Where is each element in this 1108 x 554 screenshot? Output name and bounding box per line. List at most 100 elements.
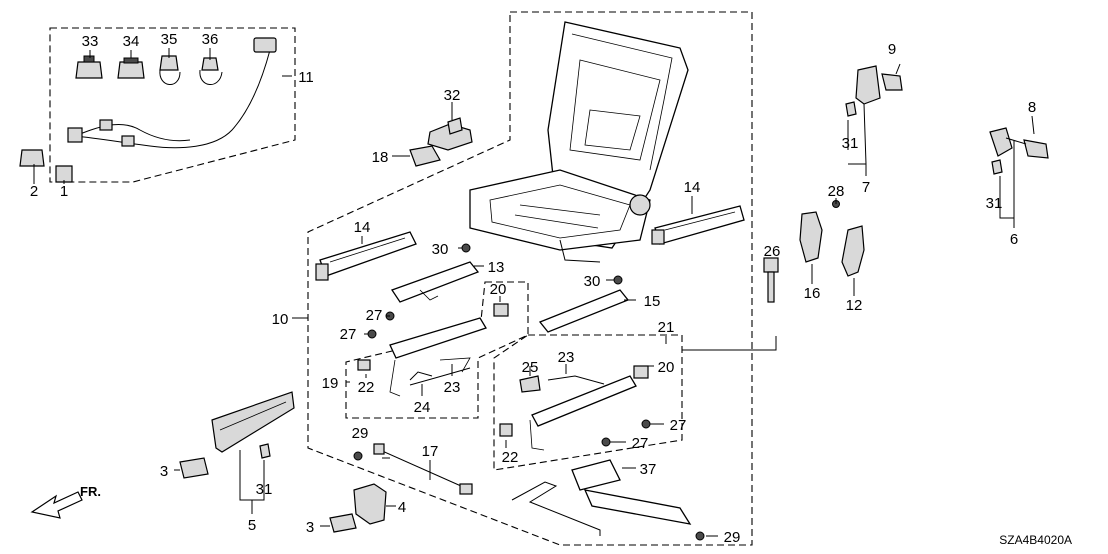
callout-30b: 30	[584, 273, 601, 290]
clip-35	[159, 55, 181, 85]
connector-33	[75, 55, 103, 79]
callout-15: 15	[644, 293, 661, 310]
switch-1	[55, 165, 73, 183]
bracket-32	[427, 117, 473, 151]
callout-22b: 22	[502, 449, 519, 466]
callout-30a: 30	[432, 241, 449, 258]
callout-20a: 20	[490, 281, 507, 298]
clip-31-mid	[845, 101, 857, 117]
callout-37: 37	[640, 461, 657, 478]
leader-lines	[33, 48, 1035, 537]
cap-3-upper	[179, 457, 209, 479]
callout-8: 8	[1028, 99, 1036, 116]
cap-3-lower	[329, 513, 357, 533]
callout-6: 6	[1010, 231, 1018, 248]
bracket-8	[989, 127, 1049, 159]
harness-group-box	[49, 27, 296, 183]
callout-24: 24	[414, 399, 431, 416]
callout-33: 33	[82, 33, 99, 50]
seat-frame	[469, 21, 689, 263]
nut-29-b	[695, 531, 705, 541]
wire-frame	[511, 481, 601, 536]
adjuster-13	[390, 261, 480, 303]
switch-2	[19, 149, 45, 167]
clip-31-lower	[259, 443, 271, 459]
diagram-code: SZA4B4020A	[999, 533, 1072, 547]
nut-29-a	[353, 451, 363, 461]
side-trim-16	[799, 211, 823, 263]
nut-27-d	[601, 437, 611, 447]
callout-22a: 22	[358, 379, 375, 396]
callout-9: 9	[888, 41, 896, 58]
callout-28: 28	[828, 183, 845, 200]
callout-29b: 29	[724, 529, 741, 546]
callout-34: 34	[123, 33, 140, 50]
callout-11: 11	[298, 69, 314, 86]
seat-rail-14-left	[315, 231, 417, 281]
cable-17	[373, 443, 473, 495]
callout-20b: 20	[658, 359, 675, 376]
callout-32: 32	[444, 87, 461, 104]
callout-27c: 27	[670, 417, 687, 434]
callout-27d: 27	[632, 435, 649, 452]
clip-20-right	[633, 365, 649, 379]
nut-27-c	[641, 419, 651, 429]
front-direction-arrow: FR.	[30, 484, 101, 519]
left-adjuster-box	[345, 281, 529, 419]
callout-23b: 23	[558, 349, 575, 366]
callout-10: 10	[272, 311, 289, 328]
callout-27b: 27	[340, 326, 357, 343]
callout-7: 7	[862, 179, 870, 196]
callout-26: 26	[764, 243, 781, 260]
trim-5	[211, 391, 295, 453]
nut-30-top	[461, 243, 471, 253]
connector-34	[117, 57, 145, 79]
side-trim-12	[841, 225, 865, 277]
callout-19: 19	[322, 375, 339, 392]
cover-18	[409, 145, 441, 167]
callout-1: 1	[60, 183, 68, 200]
spring-24	[409, 371, 433, 381]
callout-13: 13	[488, 259, 505, 276]
callout-36: 36	[202, 31, 219, 48]
main-assembly-box	[307, 11, 753, 546]
clip-20-left	[493, 303, 509, 317]
clip-31-right	[991, 159, 1003, 175]
cover-4	[353, 483, 387, 525]
clip-36	[199, 57, 223, 85]
seat-rail-14-right	[651, 205, 745, 245]
callout-35: 35	[161, 31, 178, 48]
adjuster-21	[529, 375, 637, 451]
callout-5: 5	[248, 517, 256, 534]
callout-2: 2	[30, 183, 38, 200]
front-label: FR.	[80, 484, 101, 499]
callout-23a: 23	[444, 379, 461, 396]
nut-30-right	[613, 275, 623, 285]
clip-25	[519, 375, 541, 393]
right-adjuster-box	[493, 334, 683, 471]
callout-3a: 3	[160, 463, 168, 480]
callout-12: 12	[846, 297, 863, 314]
callout-14a: 14	[354, 219, 371, 236]
clip-22-right	[499, 423, 513, 437]
adjuster-15	[538, 289, 630, 333]
plate-37	[571, 459, 692, 525]
bracket-9	[855, 65, 903, 105]
callout-31b: 31	[986, 195, 1003, 212]
callout-16: 16	[804, 285, 821, 302]
callout-21: 21	[658, 319, 675, 336]
wiring-harness	[67, 37, 277, 149]
callout-17: 17	[422, 443, 439, 460]
callout-4: 4	[398, 499, 406, 516]
clip-22-left	[357, 359, 371, 371]
callout-25: 25	[522, 359, 539, 376]
nut-27-b	[367, 329, 377, 339]
callout-numbers: 1 2 3 3 4 5 6 7 8 9 10 11 12 13 14 14 15…	[30, 31, 1036, 546]
callout-27a: 27	[366, 307, 383, 324]
callout-14b: 14	[684, 179, 701, 196]
bolt-26	[763, 257, 779, 303]
callout-31c: 31	[256, 481, 273, 498]
adjuster-19	[389, 317, 487, 397]
callout-3b: 3	[306, 519, 314, 536]
